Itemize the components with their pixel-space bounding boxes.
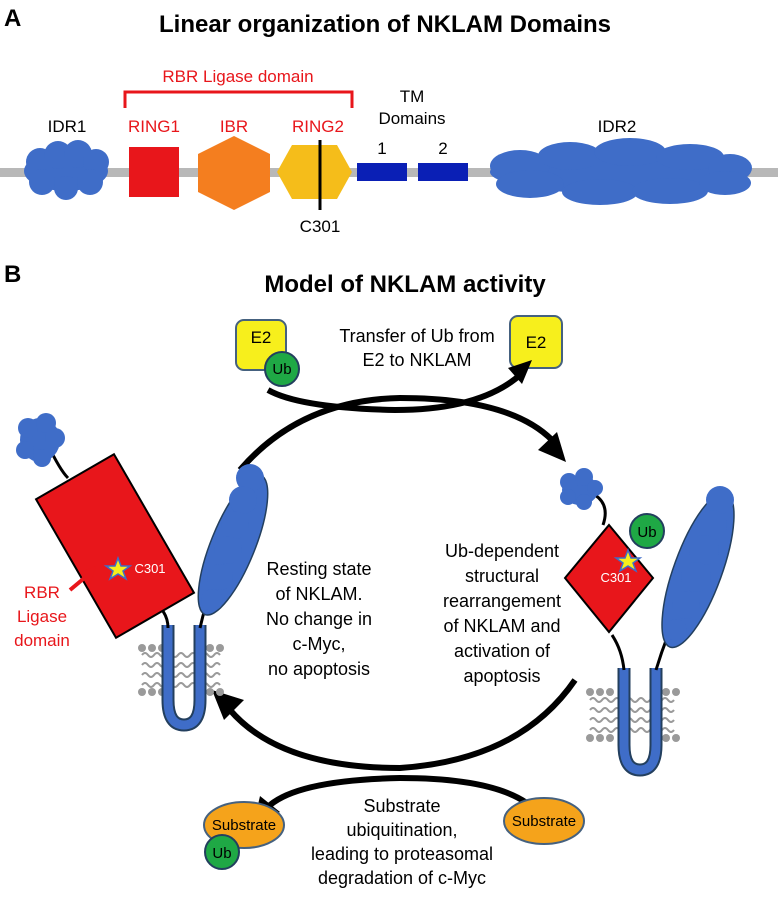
tm-label-line2: Domains [378,109,445,128]
e2-label-right: E2 [526,333,547,352]
membrane-left-heads [138,644,224,696]
panel-b-title: Model of NKLAM activity [264,271,546,298]
ibr-label: IBR [220,117,248,136]
idr1-label: IDR1 [48,117,87,136]
ibr-hexagon [198,136,270,210]
rbr-side-arrowhead [80,566,96,584]
ring1-label: RING1 [128,117,180,136]
substrate-desc-line-4: degradation of c-Myc [318,868,486,888]
tm-1-label: 1 [377,139,386,158]
substrate-left-label: Substrate [212,817,276,834]
idr2-cloud-right-bumps [665,486,734,641]
idr1-cloud-left [16,413,65,467]
rbr-side-line-2: Ligase [17,607,67,626]
panel-a-title: Linear organization of NKLAM Domains [159,11,611,38]
tm-domain-2 [418,163,468,181]
tm-domain-1 [357,163,407,181]
cycle-arrow-bottom-head [212,690,244,720]
idr1-cloud-right [560,468,603,510]
rbr-diamond-right [563,523,655,634]
rearrange-line-4: of NKLAM and [443,616,560,636]
substrate-desc-line-2: ubiquitination, [346,820,457,840]
c301-star-left [103,555,133,581]
rearrange-line-2: structural [465,566,539,586]
idr2-cloud-left-bumps [201,464,264,611]
e2-transfer-arrow [266,372,522,414]
cycle-arrow-bottom [227,678,578,772]
panel-b-letter: B [4,261,21,288]
idr1-cloud [24,140,109,200]
membrane-right-heads [586,688,680,742]
tm-2-label: 2 [438,139,447,158]
rbr-ligase-label: RBR Ligase domain [162,67,313,86]
tm-hairpin-right [619,668,661,775]
ub-circle-e2 [264,351,300,387]
transfer-line-2: E2 to NKLAM [362,350,471,370]
rbr-side-line-3: domain [14,631,70,650]
cycle-arrow-top [237,394,555,472]
e2-box-right [509,315,563,369]
idr2-label: IDR2 [598,117,637,136]
resting-line-3: No change in [266,609,372,629]
substrate-right [503,797,585,845]
resting-line-4: c-Myc, [293,634,346,654]
rearrange-line-5: activation of [454,641,551,661]
tm-label-line1: TM [400,87,425,106]
ub-label-e2: Ub [272,361,291,378]
ub-label-substrate: Ub [212,845,231,862]
membrane-left [141,652,221,688]
tm-hairpin-left [163,625,205,730]
ring2-label: RING2 [292,117,344,136]
rbr-side-line-1: RBR [24,583,60,602]
c301-label: C301 [300,217,341,236]
c301-star-right [613,547,643,573]
rbr-bracket [123,90,354,108]
resting-line-2: of NKLAM. [275,584,362,604]
linker-right-idr1 [594,493,607,526]
substrate-desc-line-1: Substrate [363,796,440,816]
rearrange-line-3: rearrangement [443,591,561,611]
rbr-rect-left [34,452,196,640]
ring2-hexagon [277,145,352,199]
e2-transfer-arrowhead [508,360,532,384]
substrate-arrow [268,774,543,817]
rearrange-line-1: Ub-dependent [445,541,559,561]
cycle-arrow-top-head [538,432,566,462]
c301-label-right: C301 [600,570,631,585]
resting-line-5: no apoptosis [268,659,370,679]
ub-circle-nklam [629,513,665,549]
ring1-square [129,147,179,197]
ub-circle-substrate [204,834,240,870]
e2-label-left: E2 [251,328,272,347]
panel-a-letter: A [4,5,21,32]
c301-label-left: C301 [134,561,165,576]
ub-label-nklam: Ub [637,524,656,541]
rearrange-line-6: apoptosis [463,666,540,686]
substrate-right-label: Substrate [512,813,576,830]
transfer-line-1: Transfer of Ub from [339,326,494,346]
idr2-cloud [490,138,752,205]
linker-right-ring [610,634,626,671]
rbr-rect-left-group [34,452,196,640]
resting-line-1: Resting state [266,559,371,579]
substrate-desc-line-3: leading to proteasomal [311,844,493,864]
